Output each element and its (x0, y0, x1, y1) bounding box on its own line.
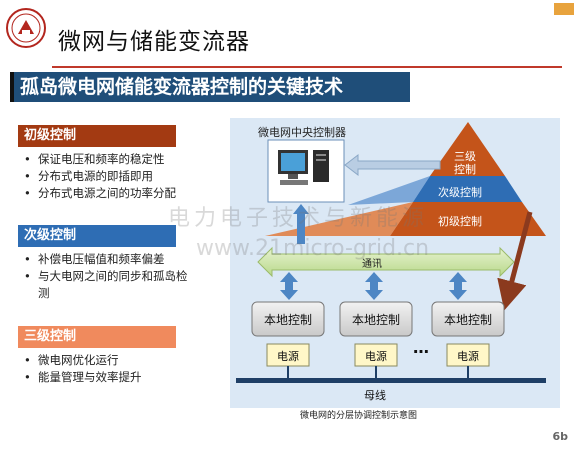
local-controller-box-1 (251, 301, 325, 337)
list-item: 能量管理与效率提升 (24, 369, 199, 386)
bus-label: 母线 (364, 389, 386, 402)
title-divider (52, 66, 562, 68)
section-heading-primary: 初级控制 (18, 125, 176, 147)
computer-icon (278, 150, 329, 185)
power-source-label: 电源 (365, 350, 387, 363)
diagram-caption: 微电网的分层协调控制示意图 (300, 411, 418, 421)
tertiary-control-list: 微电网优化运行 能量管理与效率提升 (24, 352, 199, 386)
primary-control-list: 保证电压和频率的稳定性 分布式电源的即插即用 分布式电源之间的功率分配 (24, 151, 199, 202)
list-item: 分布式电源的即插即用 (24, 168, 199, 185)
secondary-control-list: 补偿电压幅值和频率偏差 与大电网之间的同步和孤岛检测 (24, 251, 199, 302)
page-title: 微网与储能变流器 (58, 29, 250, 55)
arrow-controller-to-comm (293, 204, 309, 244)
pyramid-bottom-label: 初级控制 (438, 215, 482, 228)
pyramid-left-face-mid (348, 176, 430, 205)
bus-connectors (287, 366, 469, 378)
list-item: 分布式电源之间的功率分配 (24, 185, 199, 202)
list-item: 保证电压和频率的稳定性 (24, 151, 199, 168)
arrow-pyramid-to-controller (344, 153, 441, 177)
bus-bar (236, 378, 546, 383)
section-heading-tertiary: 三级控制 (18, 326, 176, 348)
communication-bus (257, 246, 515, 278)
list-item: 微电网优化运行 (24, 352, 199, 369)
local-controller-box-3 (431, 301, 505, 337)
local-controller-label: 本地控制 (443, 313, 492, 327)
section-heading-secondary: 次级控制 (18, 225, 176, 247)
local-controller-box-2 (339, 301, 413, 337)
local-controller-label: 本地控制 (263, 313, 312, 327)
arrow-pyramid-to-local (497, 211, 533, 311)
accent-mark (554, 3, 574, 15)
page-number: 6b (552, 430, 568, 443)
ellipsis-label: … (413, 338, 429, 357)
watermark-text: 电力电子技术与新能源 (168, 206, 429, 231)
watermark-url: www.21micro-grid.cn (196, 236, 430, 261)
pyramid-middle-label: 次级控制 (438, 186, 482, 199)
power-source-label: 电源 (277, 350, 299, 363)
list-item: 与大电网之间的同步和孤岛检测 (24, 268, 188, 302)
local-controller-label: 本地控制 (351, 313, 400, 327)
power-source-label: 电源 (457, 350, 479, 363)
university-seal-icon (6, 8, 46, 48)
controller-label: 微电网中央控制器 (258, 126, 346, 139)
pyramid-top-label: 三级控制 (454, 150, 476, 176)
section-banner: 孤岛微电网储能变流器控制的关键技术 (10, 72, 410, 102)
comm-to-local-arrows (280, 272, 467, 300)
list-item: 补偿电压幅值和频率偏差 (24, 251, 199, 268)
communication-label: 通讯 (362, 259, 382, 270)
control-pyramid (390, 122, 546, 236)
